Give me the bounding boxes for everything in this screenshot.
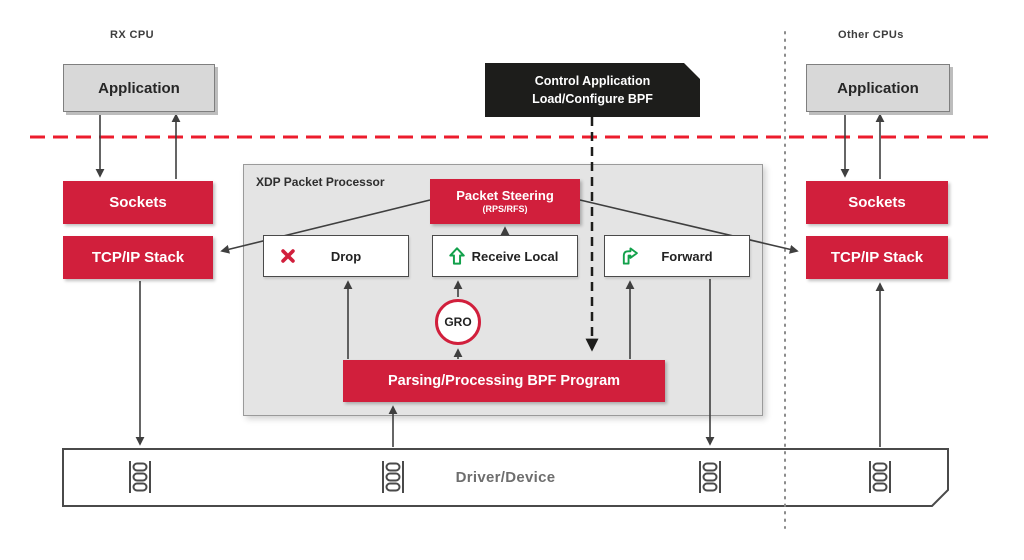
sockets-label-left: Sockets bbox=[109, 194, 167, 211]
control-application-box: Control Application Load/Configure BPF bbox=[485, 63, 700, 117]
driver-device-outline bbox=[62, 448, 949, 507]
arrow-steering-to-tcpip-left bbox=[220, 199, 431, 254]
queue-icon bbox=[127, 460, 153, 494]
application-box-left: Application bbox=[63, 64, 215, 112]
bpf-program-label: Parsing/Processing BPF Program bbox=[387, 373, 621, 389]
sockets-label-right: Sockets bbox=[848, 194, 906, 211]
packet-steering-subtitle: (RPS/RFS) bbox=[482, 203, 528, 214]
drop-x-icon bbox=[279, 247, 297, 265]
drop-label: Drop bbox=[330, 248, 362, 264]
application-label-right: Application bbox=[837, 79, 919, 97]
xdp-panel-title: XDP Packet Processor bbox=[256, 175, 385, 189]
packet-steering-box: Packet Steering (RPS/RFS) bbox=[430, 179, 580, 224]
gro-label: GRO bbox=[444, 315, 472, 329]
drop-action-box: Drop bbox=[263, 235, 409, 277]
tcpip-stack-box-left: TCP/IP Stack bbox=[63, 236, 213, 279]
queue-icon bbox=[867, 460, 893, 494]
receive-local-action-box: Receive Local bbox=[432, 235, 578, 277]
tcpip-label-right: TCP/IP Stack bbox=[830, 249, 924, 266]
forward-turn-arrow-icon bbox=[620, 247, 639, 265]
control-application-line1: Control Application bbox=[534, 73, 651, 88]
rx-cpu-label: RX CPU bbox=[110, 29, 154, 41]
arrow-steering-to-tcpip-right bbox=[579, 199, 799, 254]
sockets-box-right: Sockets bbox=[806, 181, 948, 224]
application-box-right: Application bbox=[806, 64, 950, 112]
tcpip-label-left: TCP/IP Stack bbox=[91, 249, 185, 266]
queue-icon bbox=[380, 460, 406, 494]
gro-badge: GRO bbox=[435, 299, 481, 345]
application-label-left: Application bbox=[98, 79, 180, 97]
bpf-program-box: Parsing/Processing BPF Program bbox=[343, 360, 665, 402]
forward-action-box: Forward bbox=[604, 235, 750, 277]
control-application-line2: Load/Configure BPF bbox=[532, 92, 653, 106]
forward-label: Forward bbox=[661, 248, 713, 264]
receive-local-label: Receive Local bbox=[471, 248, 559, 264]
receive-up-arrow-icon bbox=[448, 247, 466, 265]
packet-steering-title: Packet Steering bbox=[456, 188, 554, 204]
tcpip-stack-box-right: TCP/IP Stack bbox=[806, 236, 948, 279]
queue-icon bbox=[697, 460, 723, 494]
sockets-box-left: Sockets bbox=[63, 181, 213, 224]
other-cpus-label: Other CPUs bbox=[838, 29, 904, 41]
